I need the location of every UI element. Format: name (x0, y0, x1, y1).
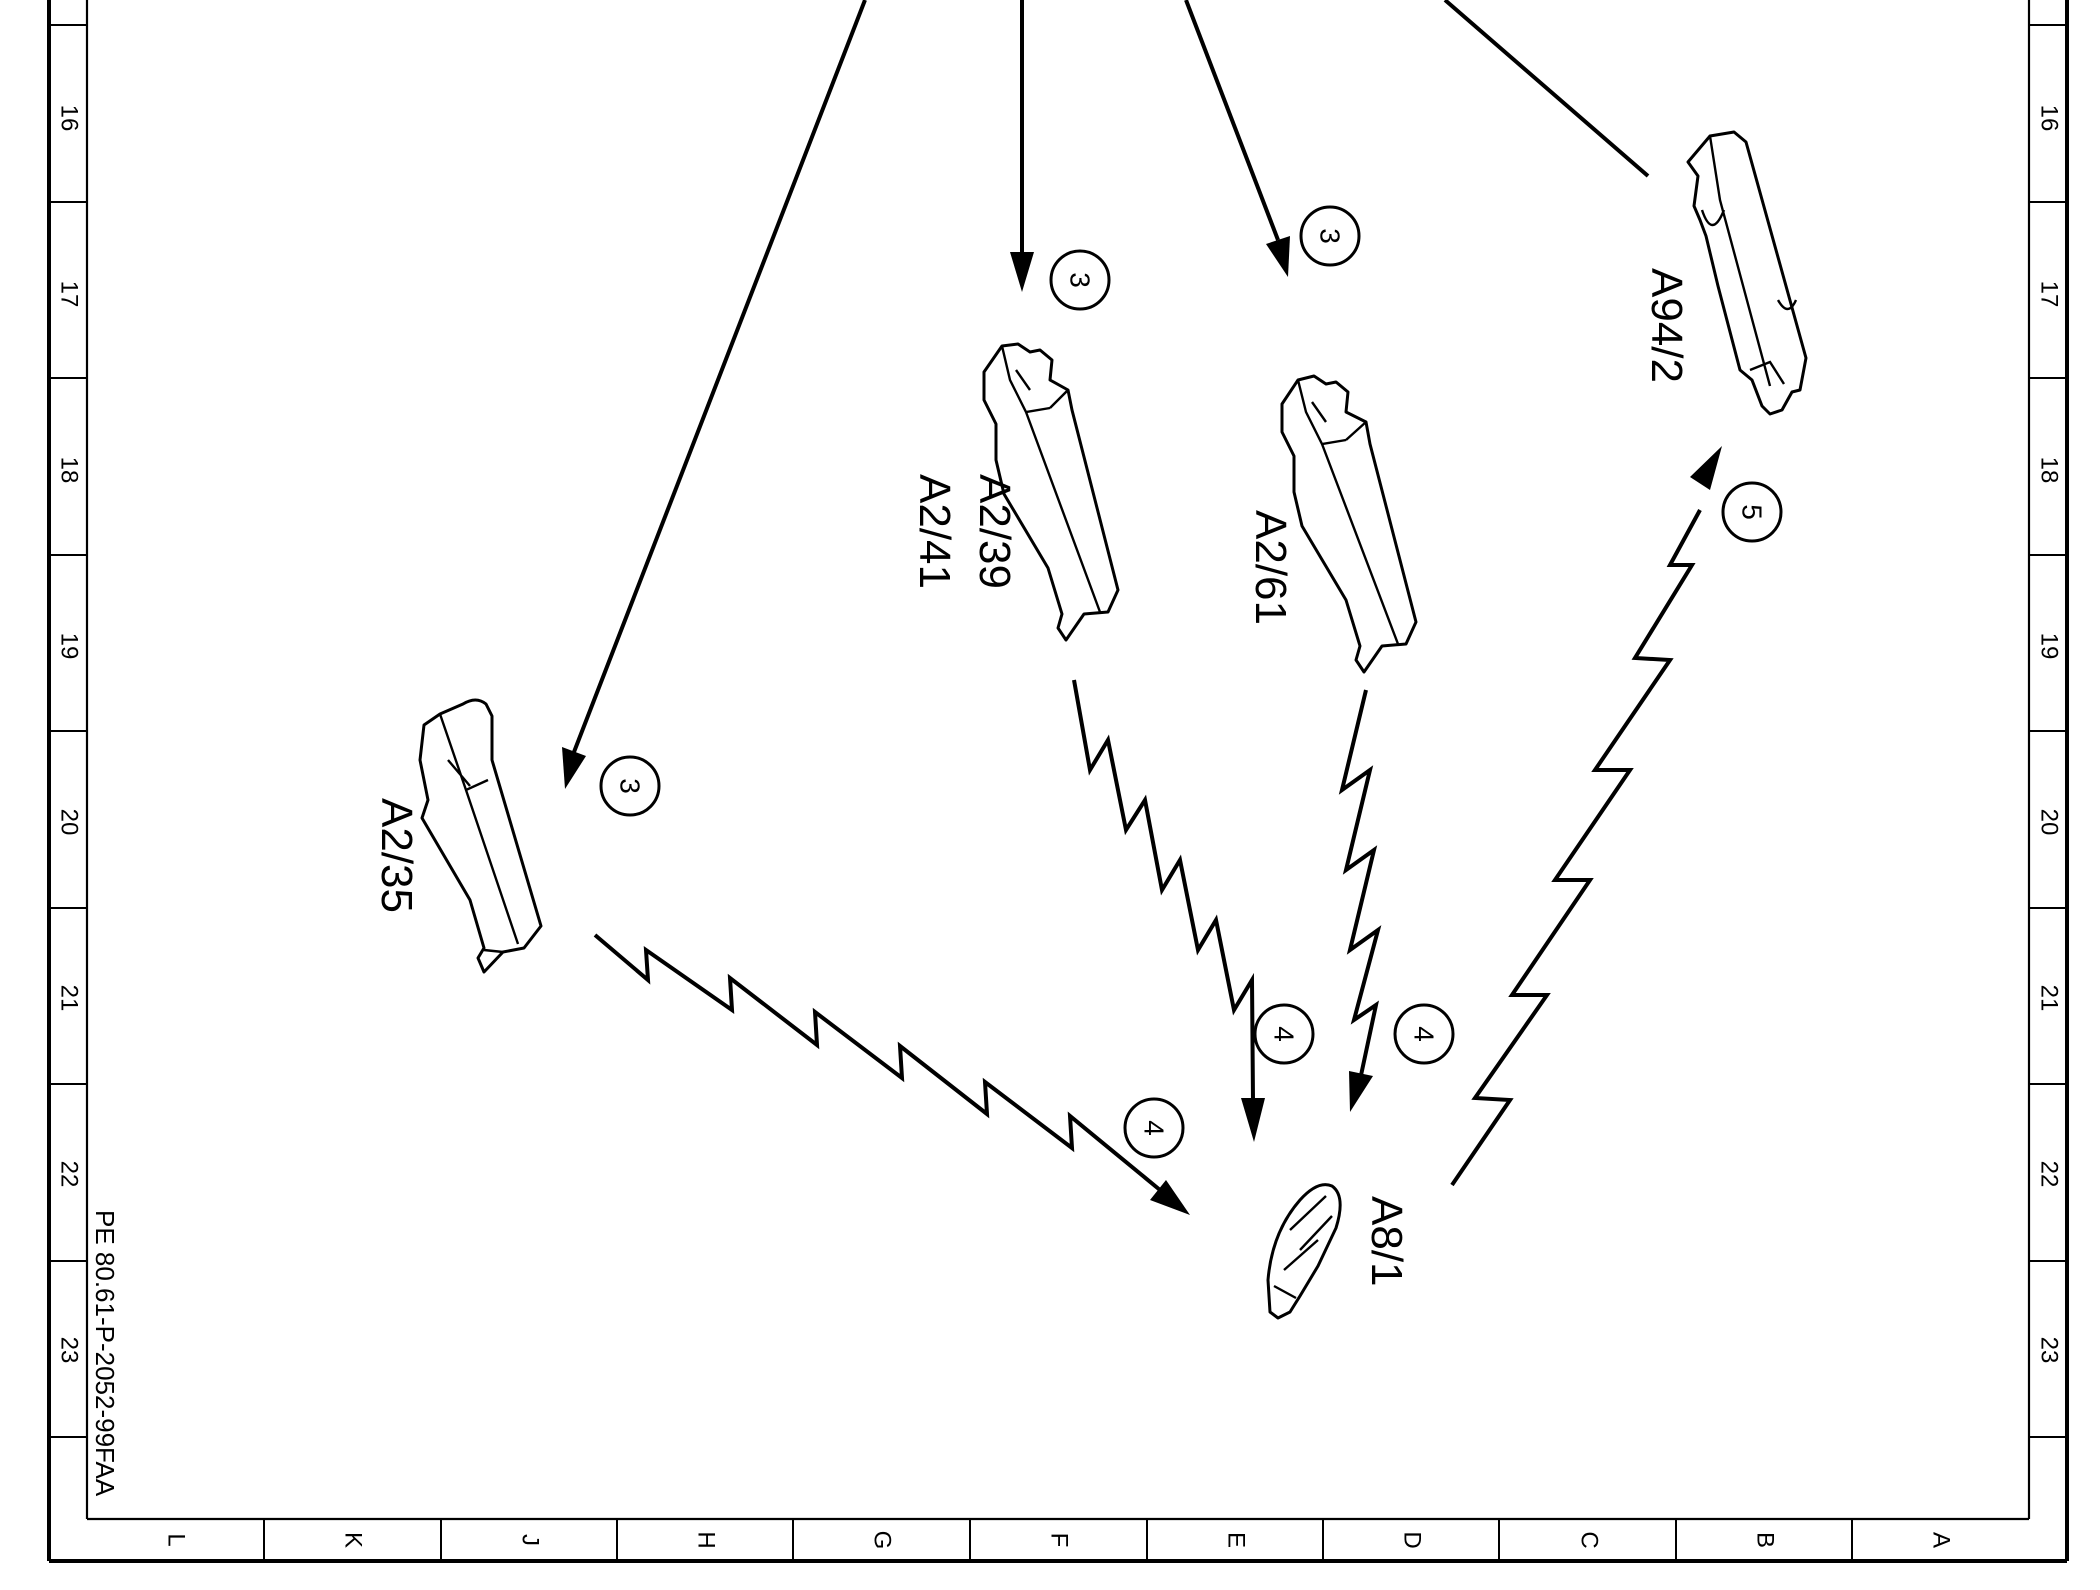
row-zone-label: 21 (56, 985, 83, 1012)
row-zone-label: 23 (56, 1337, 83, 1364)
arrowhead (1241, 1098, 1265, 1142)
row-zone-label: 20 (56, 809, 83, 836)
row-zone-label: 23 (2036, 1337, 2063, 1364)
arrowhead (1266, 236, 1290, 277)
callout-3: 3 (599, 755, 661, 817)
row-zone-label: 17 (2036, 281, 2063, 308)
row-zone-label: 20 (2036, 809, 2063, 836)
callout-3: 3 (1299, 205, 1361, 267)
component-a8-1 (1266, 1183, 1342, 1320)
a2-39-detail (1000, 345, 1102, 613)
arrowhead (1690, 446, 1722, 490)
row-zone-label: 22 (56, 1161, 83, 1188)
component-a2-35 (418, 698, 543, 974)
label-a2-39: A2/39 (970, 474, 1019, 589)
arrow-to-a2-61 (1184, 0, 1280, 241)
svg-text:3: 3 (615, 778, 646, 794)
svg-text:4: 4 (1409, 1026, 1440, 1042)
a94-2-part-drawing (1686, 130, 1808, 416)
a2-39-part-drawing (982, 342, 1120, 642)
svg-text:3: 3 (1315, 228, 1346, 244)
wireless-arrows (593, 446, 1722, 1215)
component-a94-2 (1686, 130, 1808, 416)
row-zone-labels-left: 16 17 18 19 20 21 22 23 (56, 105, 83, 1364)
zigzag-a2-61-to-a8-1 (1338, 689, 1382, 1081)
label-a8-1: A8/1 (1362, 1196, 1411, 1287)
row-zone-dividers (49, 24, 2067, 1438)
a2-35-detail (438, 713, 520, 954)
callouts: 3 3 3 4 4 4 5 (599, 205, 1783, 1159)
column-zone-label: A (1928, 1532, 1955, 1548)
callout-4: 4 (1253, 1003, 1315, 1065)
column-zone-label: K (340, 1532, 367, 1548)
label-a2-41: A2/41 (910, 474, 959, 589)
column-zone-label: G (869, 1531, 896, 1550)
a2-61-detail (1296, 379, 1400, 645)
component-labels: A2/35 A2/39 A2/41 A2/61 A94/2 A8/1 (372, 268, 1691, 1287)
svg-text:5: 5 (1737, 504, 1768, 520)
callout-4: 4 (1393, 1003, 1455, 1065)
row-zone-label: 16 (56, 105, 83, 132)
row-zone-labels-right: 16 17 18 19 20 21 22 23 (2036, 105, 2063, 1364)
column-zone-label: H (693, 1531, 720, 1548)
column-zone-label: D (1399, 1531, 1426, 1548)
zigzag-a8-1-to-a94-2 (1450, 509, 1702, 1187)
svg-text:3: 3 (1065, 272, 1096, 288)
label-a2-35: A2/35 (372, 798, 421, 913)
component-a2-61 (1280, 374, 1418, 674)
label-a2-61: A2/61 (1246, 510, 1295, 625)
column-zone-label: F (1046, 1533, 1073, 1548)
column-zone-labels: L K J H G F E D C B A (163, 1531, 1955, 1550)
column-zone-label: E (1223, 1532, 1250, 1548)
drawing-frame: 16 17 18 19 20 21 22 23 16 17 18 19 20 2… (47, 0, 2069, 1563)
column-zone-dividers (263, 1519, 1853, 1561)
connection-arrows (562, 0, 1650, 789)
arrow-to-a2-35 (572, 0, 867, 753)
column-zone-label: C (1576, 1531, 1603, 1548)
row-zone-label: 17 (56, 281, 83, 308)
zigzag-a2-35-to-a8-1 (593, 933, 1162, 1192)
label-a94-2: A94/2 (1642, 268, 1691, 383)
arrowhead (1349, 1071, 1373, 1112)
arrowhead (562, 747, 586, 789)
arrowhead (1150, 1180, 1190, 1215)
row-zone-label: 22 (2036, 1161, 2063, 1188)
row-zone-label: 19 (56, 633, 83, 660)
column-zone-label: J (517, 1534, 544, 1546)
column-zone-label: L (163, 1533, 190, 1546)
row-zone-label: 19 (2036, 633, 2063, 660)
row-zone-label: 18 (2036, 457, 2063, 484)
zigzag-a2-39-to-a8-1 (1072, 679, 1255, 1101)
component-a2-39-41 (982, 342, 1120, 642)
line-to-a94-2 (1443, 0, 1650, 178)
a8-1-detail (1273, 1195, 1333, 1300)
row-zone-label: 18 (56, 457, 83, 484)
arrowhead (1010, 252, 1034, 292)
a94-2-detail (1700, 135, 1798, 387)
callout-5: 5 (1721, 481, 1783, 543)
a2-61-part-drawing (1280, 374, 1418, 674)
document-id: PE 80.61-P-2052-99FAA (90, 1210, 120, 1497)
callout-4: 4 (1123, 1097, 1185, 1159)
row-zone-label: 16 (2036, 105, 2063, 132)
column-zone-label: B (1752, 1532, 1779, 1548)
svg-text:4: 4 (1139, 1120, 1170, 1136)
svg-text:4: 4 (1269, 1026, 1300, 1042)
callout-3: 3 (1049, 249, 1111, 311)
row-zone-label: 21 (2036, 985, 2063, 1012)
